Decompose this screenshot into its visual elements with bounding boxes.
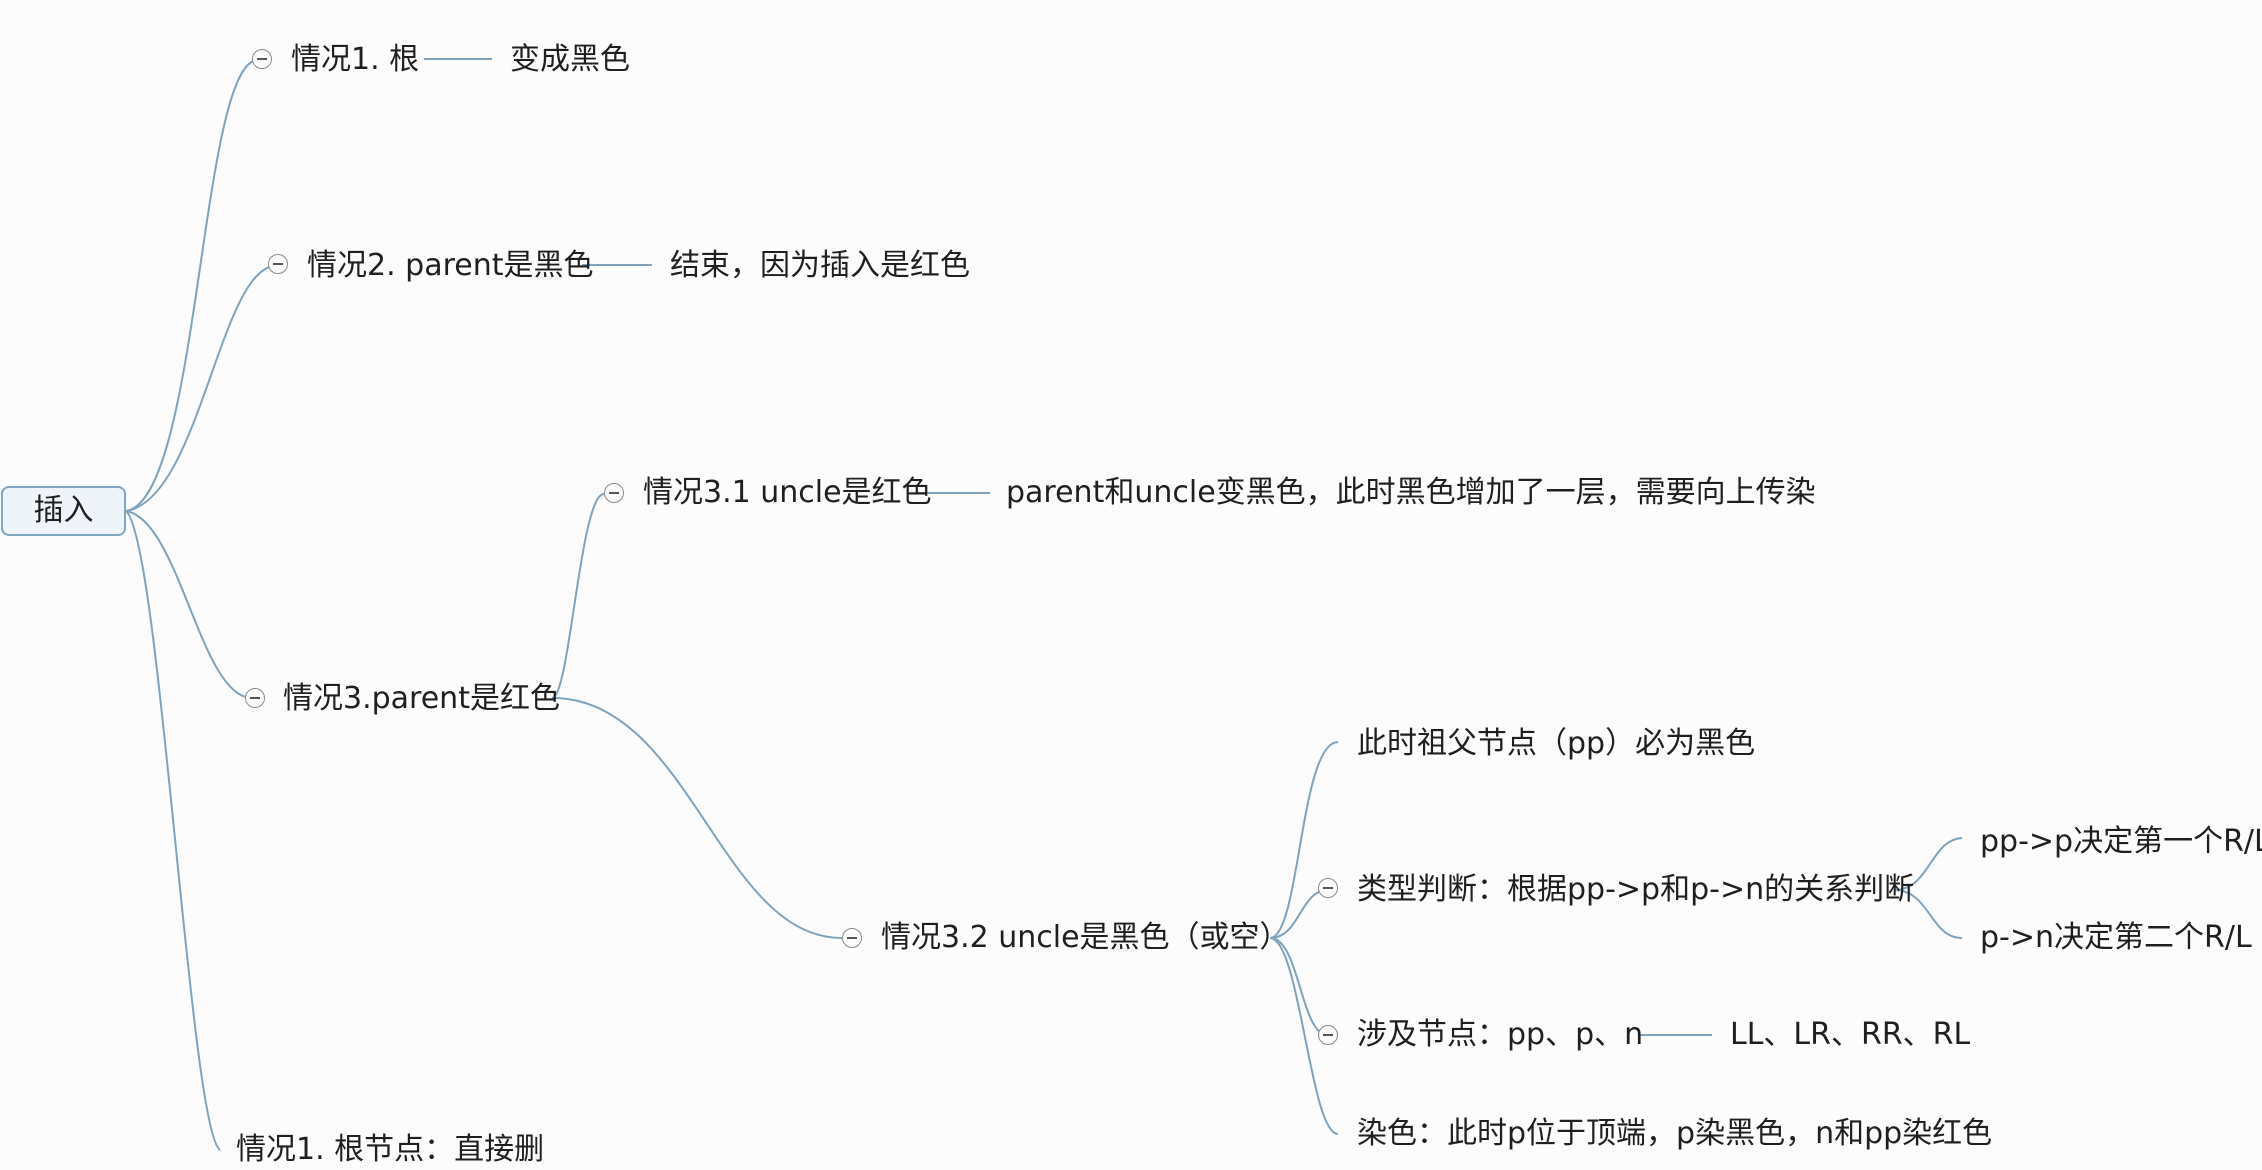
collapse-icon[interactable] (245, 688, 265, 708)
topic-type-second[interactable]: p->n决定第二个R/L (1980, 920, 2252, 955)
topic-case2-result[interactable]: 结束，因为插入是红色 (670, 248, 970, 283)
collapse-icon[interactable] (252, 49, 272, 69)
root-topic[interactable]: 插入 (1, 486, 126, 536)
topic-case1-result[interactable]: 变成黑色 (510, 42, 630, 77)
topic-nodes-types[interactable]: LL、LR、RR、RL (1730, 1017, 1971, 1052)
collapse-icon[interactable] (604, 483, 624, 503)
topic-grandparent-black[interactable]: 此时祖父节点（pp）必为黑色 (1357, 726, 1756, 761)
topic-case3-2[interactable]: 情况3.2 uncle是黑色（或空） (881, 920, 1290, 955)
connector (125, 510, 253, 699)
topic-type-first[interactable]: pp->p决定第一个R/L (1980, 824, 2262, 859)
topic-case3[interactable]: 情况3.parent是红色 (283, 681, 560, 716)
connector (125, 59, 259, 512)
connector (1269, 741, 1339, 939)
connector (551, 493, 605, 699)
topic-case1[interactable]: 情况1. 根 (291, 42, 420, 77)
topic-case2[interactable]: 情况2. parent是黑色 (307, 248, 594, 283)
collapse-icon[interactable] (1318, 878, 1338, 898)
topic-nodes[interactable]: 涉及节点：pp、p、n (1357, 1017, 1644, 1052)
topic-type-judge[interactable]: 类型判断：根据pp->p和p->n的关系判断 (1357, 872, 1915, 907)
topic-partial-next[interactable]: 情况1. 根节点：直接删 (236, 1132, 545, 1167)
connector (551, 697, 843, 939)
collapse-icon[interactable] (1318, 1025, 1338, 1045)
topic-case3-1-result[interactable]: parent和uncle变黑色，此时黑色增加了一层，需要向上传染 (1006, 475, 1816, 510)
connector (125, 265, 277, 512)
connector (1893, 889, 1963, 939)
topic-coloring[interactable]: 染色：此时p位于顶端，p染黑色，n和pp染红色 (1357, 1116, 1993, 1151)
topic-case3-1[interactable]: 情况3.1 uncle是红色 (643, 475, 932, 510)
connector (1269, 937, 1339, 1135)
collapse-icon[interactable] (268, 254, 288, 274)
connector (1893, 837, 1963, 891)
collapse-icon[interactable] (842, 928, 862, 948)
connector (125, 510, 221, 1151)
